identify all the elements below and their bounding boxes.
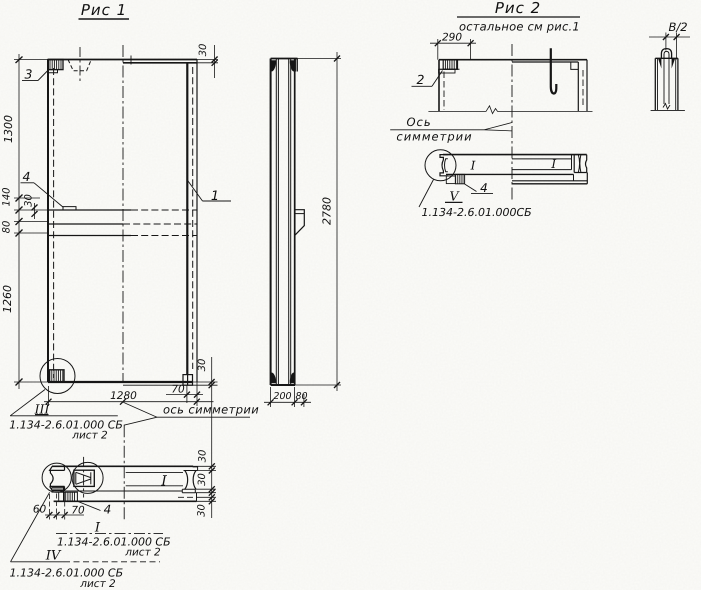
detail-circle-I bbox=[71, 461, 104, 494]
dim-80-side: 80 bbox=[295, 391, 307, 402]
fig2-title-group: Рис 2 остальное см рис.1 bbox=[457, 0, 580, 34]
fig1-item-labels: 1 3 4 bbox=[20, 67, 231, 208]
fig1-axis-text: ось симметрии bbox=[163, 403, 259, 417]
ref-III-mark: III bbox=[34, 402, 51, 417]
dim-2780: 2780 bbox=[321, 197, 334, 225]
dim-1300: 1300 bbox=[2, 115, 15, 143]
fig1-title-group: Рис 1 bbox=[78, 1, 129, 20]
fig1-section-item4-label: 4 bbox=[104, 503, 112, 517]
fig2-axis-text2: симметрии bbox=[396, 130, 472, 144]
ref-III: III 1.134-2.6.01.000 СБ лист 2 bbox=[9, 389, 123, 442]
dim-30-top-right: 30 bbox=[198, 44, 209, 57]
dim-140: 140 bbox=[2, 187, 13, 206]
dim-70-bottom: 70 bbox=[171, 384, 185, 396]
dim-b2: В/2 bbox=[668, 20, 687, 34]
fig2-title: Рис 2 bbox=[495, 0, 541, 17]
fig1-section-embed-hatch bbox=[51, 486, 78, 502]
dim-30-bottom-right: 30 bbox=[197, 359, 208, 372]
fig2-axis-note: Ось симметрии bbox=[390, 115, 513, 144]
fig1-axis-note: ось симметрии bbox=[123, 401, 259, 521]
dim-80: 80 bbox=[2, 221, 13, 234]
dim-sec30a: 30 bbox=[198, 450, 209, 463]
fig2-top-view: 290 2 bbox=[411, 32, 593, 202]
dim-sec30b: 30 bbox=[197, 473, 208, 486]
ref-IV: IV 1.134-2.6.01.000 СБ лист 2 bbox=[10, 492, 160, 590]
fig1-embed-item3 bbox=[47, 58, 64, 74]
fig1-left-dims: 1300 140 30 80 1260 bbox=[1, 54, 48, 389]
dim-290: 290 bbox=[442, 32, 462, 44]
fig2-embed-item4 bbox=[445, 173, 466, 185]
fig2-section-ref: 1.134-2.6.01.000СБ bbox=[422, 206, 532, 219]
loop-detail: В/2 bbox=[649, 20, 690, 111]
detail-circle-V bbox=[424, 149, 457, 182]
ref-I-sheet: лист 2 bbox=[124, 547, 161, 559]
fig1-item1-label: 1 bbox=[211, 189, 219, 204]
fig1-section-part-mark: I bbox=[160, 474, 167, 490]
dim-sec30c: 30 bbox=[197, 504, 208, 517]
fig1-item4-label: 4 bbox=[23, 169, 31, 184]
fig2-item4-label: 4 bbox=[480, 181, 488, 195]
dim-200: 200 bbox=[273, 391, 291, 402]
ref-III-sheet: лист 2 bbox=[71, 430, 108, 442]
fig1-bottom-section: I bbox=[41, 456, 199, 503]
fig2-part-a: I bbox=[470, 159, 476, 173]
fig1-front-view bbox=[14, 45, 218, 386]
fig1-item3-label: 3 bbox=[25, 67, 33, 82]
fig1-side-view: 2780 200 80 bbox=[264, 52, 341, 407]
detail-circle-IV bbox=[41, 462, 72, 493]
fig2-embed-item2 bbox=[438, 59, 460, 74]
fig2-bottom-section: I I 4 V 1.134-2.6.01.000СБ bbox=[418, 149, 588, 219]
fig2-note: остальное см рис.1 bbox=[459, 20, 580, 34]
ref-I-mark: I bbox=[94, 521, 101, 536]
dim-1280: 1280 bbox=[110, 390, 137, 402]
ref-I-text: 1.134-2.6.01.000 СБ bbox=[57, 536, 171, 549]
ref-I: I 1.134-2.6.01.000 СБ лист 2 bbox=[56, 521, 171, 559]
dim-1260: 1260 bbox=[1, 285, 14, 313]
fig1-width-dim: 1280 bbox=[44, 386, 214, 406]
detail-circle-III bbox=[39, 358, 76, 394]
fig2-mark-V: V bbox=[449, 189, 460, 204]
fig1-bottom-right-dims: 30 70 bbox=[166, 357, 216, 518]
ref-IV-sheet: лист 2 bbox=[79, 578, 116, 590]
ref-III-text: 1.134-2.6.01.000 СБ bbox=[9, 419, 123, 432]
ref-IV-text: 1.134-2.6.01.000 СБ bbox=[10, 567, 124, 580]
fig1-embed-bottom-left bbox=[39, 358, 76, 394]
fig2-item2-label: 2 bbox=[417, 72, 425, 87]
dim-70-section: 70 bbox=[71, 505, 85, 517]
fig1-title: Рис 1 bbox=[81, 1, 127, 19]
ref-IV-mark: IV bbox=[45, 549, 62, 564]
dim-30-left: 30 bbox=[24, 194, 35, 207]
fig2-axis-text1: Ось bbox=[407, 115, 432, 129]
fig2-part-b: I bbox=[550, 157, 556, 171]
fig1-section-right-dims: 30 30 30 bbox=[193, 450, 216, 517]
fig1-top-right-dim: 30 bbox=[198, 44, 219, 78]
